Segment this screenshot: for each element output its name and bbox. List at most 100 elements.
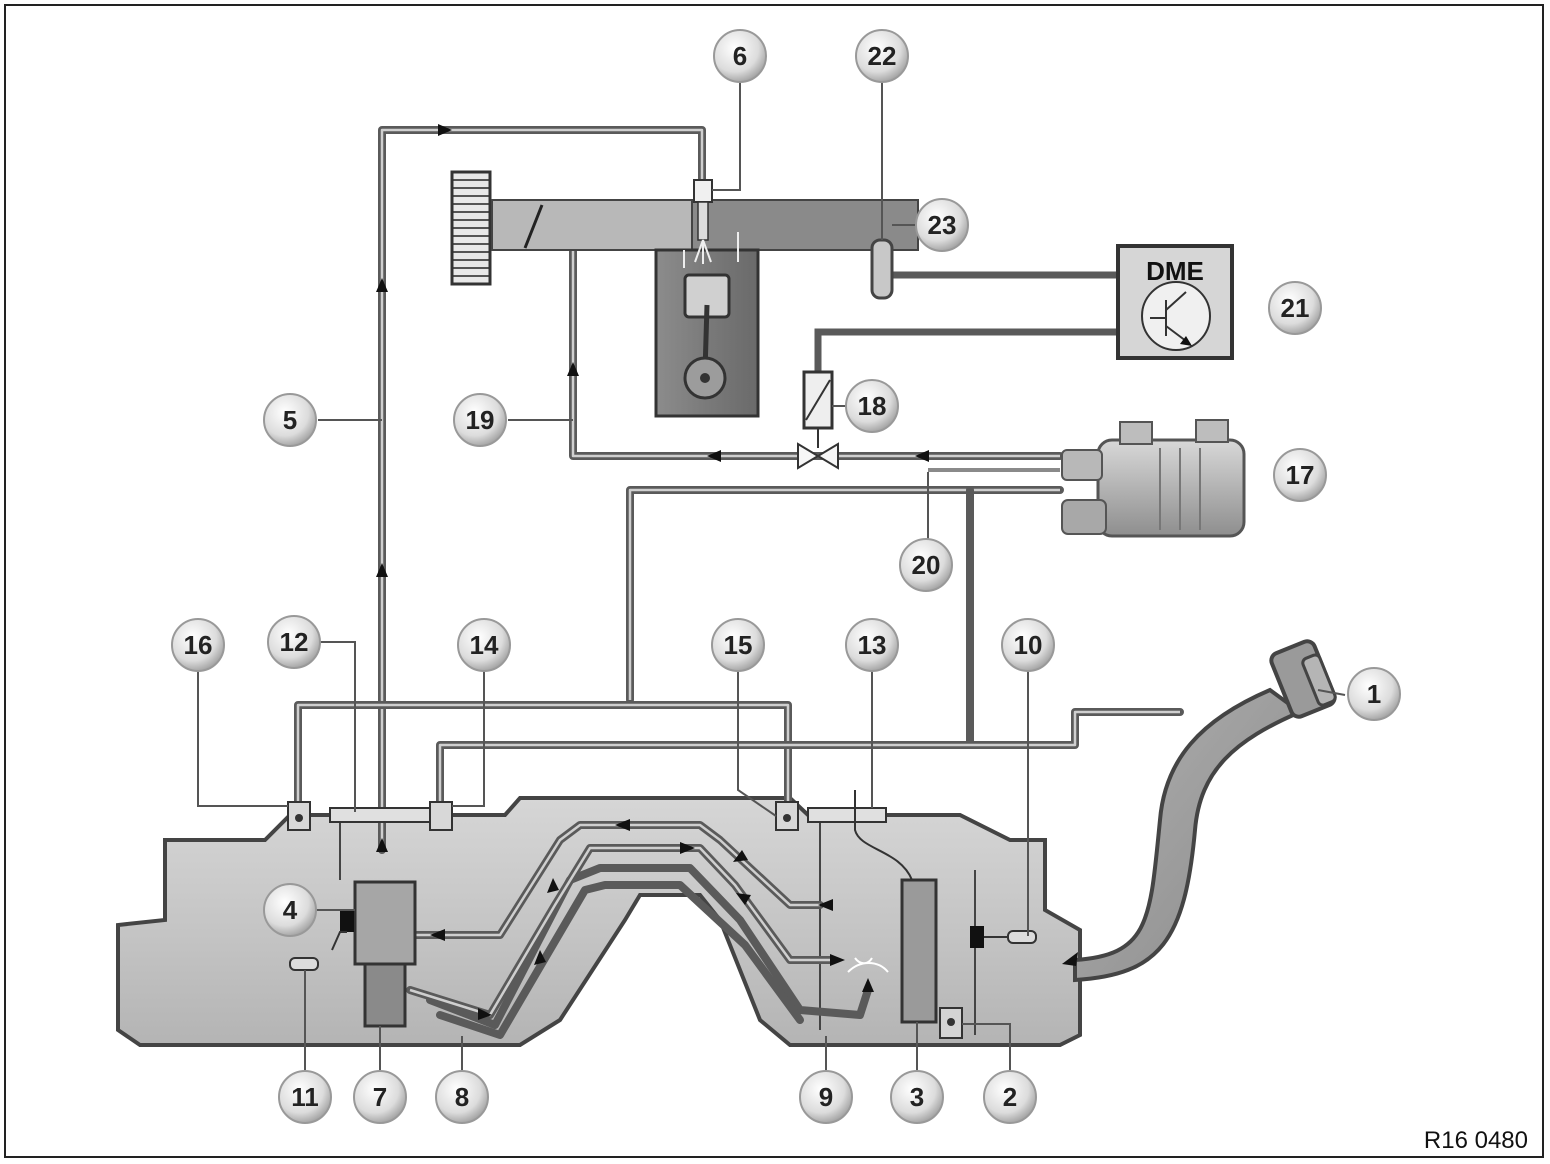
arrow-transfer-e (547, 878, 559, 893)
callout-8: 8 (435, 1070, 489, 1124)
sender-wire-13 (854, 790, 913, 881)
arrow-transfer-h (430, 929, 445, 941)
callout-15: 15 (711, 618, 765, 672)
purge-valve-solenoid-slash (805, 379, 831, 421)
callout-4: 4 (263, 883, 317, 937)
fuel-filter (900, 878, 938, 1024)
callout-11: 11 (278, 1070, 332, 1124)
fuel-injector-body (697, 201, 709, 241)
svg-text:22: 22 (868, 41, 897, 71)
sender-arm-left (331, 931, 347, 951)
fuel-injector (693, 179, 713, 203)
svg-text:8: 8 (455, 1082, 469, 1112)
callout-2: 2 (983, 1070, 1037, 1124)
svg-text:3: 3 (910, 1082, 924, 1112)
arrow-purge-3 (915, 450, 929, 462)
arrow-transfer-g (818, 899, 833, 911)
callout-21: 21 (1268, 281, 1322, 335)
vent-valve-15-dot (783, 814, 791, 822)
svg-text:21: 21 (1281, 293, 1310, 323)
arrow-supply-1 (376, 563, 388, 577)
svg-text:11: 11 (291, 1082, 319, 1112)
callout-3: 3 (890, 1070, 944, 1124)
arrow-transfer-d (736, 893, 751, 905)
transfer-line-4 (436, 881, 804, 1039)
fuel-level-sender-right (970, 926, 984, 948)
svg-text:16: 16 (184, 630, 213, 660)
oxygen-sensor (870, 238, 894, 300)
arrow-supply-3 (438, 124, 452, 136)
charcoal-canister (1061, 419, 1246, 538)
callout-18: 18 (845, 379, 899, 433)
crankshaft-center (700, 373, 710, 383)
dme-signal-line-18 (814, 328, 1118, 375)
dme-label: DME (1146, 256, 1204, 286)
vent-line-upper-inner (296, 703, 790, 810)
arrow-supply-4 (376, 838, 388, 852)
fuel-supply-line-inner (380, 128, 704, 850)
filler-neck (1073, 687, 1305, 983)
suction-jet-pump (847, 957, 889, 973)
svg-text:14: 14 (470, 630, 499, 660)
fuel-level-sender-left (340, 910, 354, 932)
throttle-valve (523, 204, 544, 249)
arrow-purge-1 (567, 362, 579, 376)
filler-arrow (1062, 952, 1078, 966)
svg-text:17: 17 (1286, 460, 1315, 490)
arrow-transfer-i (830, 954, 845, 966)
callout-23: 23 (915, 198, 969, 252)
air-filter (450, 170, 492, 286)
reference-code: R16 0480 (1424, 1127, 1528, 1154)
vent-line-lower (436, 708, 1184, 814)
arrow-transfer-b (680, 842, 695, 854)
arrow-transfer-j (862, 978, 874, 992)
svg-text:10: 10 (1014, 630, 1043, 660)
callout-16: 16 (171, 618, 225, 672)
vent-valve-14 (429, 801, 453, 831)
leader-lines (197, 80, 1346, 1070)
arrow-transfer-k (478, 1008, 492, 1020)
vent-line-upper (294, 701, 792, 814)
transfer-line-2-inner (409, 846, 830, 1017)
callout-14: 14 (457, 618, 511, 672)
flange-12 (329, 807, 431, 823)
svg-text:9: 9 (819, 1082, 833, 1112)
fuel-pump-reservoir (363, 962, 407, 1028)
svg-text:12: 12 (280, 627, 309, 657)
callout-19: 19 (453, 393, 507, 447)
intake-manifold-front (491, 199, 693, 251)
arrow-supply-2 (376, 278, 388, 292)
svg-text:13: 13 (858, 630, 887, 660)
callout-17: 17 (1273, 448, 1327, 502)
callout-10: 10 (1001, 618, 1055, 672)
vent-valve-16-dot (295, 814, 303, 822)
svg-text:20: 20 (912, 550, 941, 580)
callout-22: 22 (855, 29, 909, 83)
arrow-transfer-a (615, 819, 630, 831)
purge-valve-symbol-2 (816, 442, 839, 470)
svg-text:19: 19 (466, 405, 495, 435)
callout-5: 5 (263, 393, 317, 447)
callout-13: 13 (845, 618, 899, 672)
pressure-regulator-dot (947, 1018, 955, 1026)
svg-text:6: 6 (733, 41, 747, 71)
fuel-pump-module (353, 880, 417, 966)
callout-9: 9 (799, 1070, 853, 1124)
svg-text:15: 15 (724, 630, 753, 660)
callout-12: 12 (267, 615, 321, 669)
svg-text:1: 1 (1367, 679, 1381, 709)
svg-text:2: 2 (1003, 1082, 1017, 1112)
callout-1: 1 (1347, 667, 1401, 721)
svg-text:5: 5 (283, 405, 297, 435)
svg-text:4: 4 (283, 895, 298, 925)
float-11 (289, 957, 319, 971)
dme-transistor-arrow (1180, 336, 1192, 346)
svg-text:18: 18 (858, 391, 887, 421)
transfer-line-1-inner (410, 823, 820, 937)
callout-20: 20 (899, 538, 953, 592)
arrow-purge-2 (707, 450, 721, 462)
transfer-line-3 (426, 864, 872, 1029)
float-10 (1007, 930, 1037, 944)
callout-6: 6 (713, 29, 767, 83)
arrow-transfer-c (733, 850, 748, 862)
